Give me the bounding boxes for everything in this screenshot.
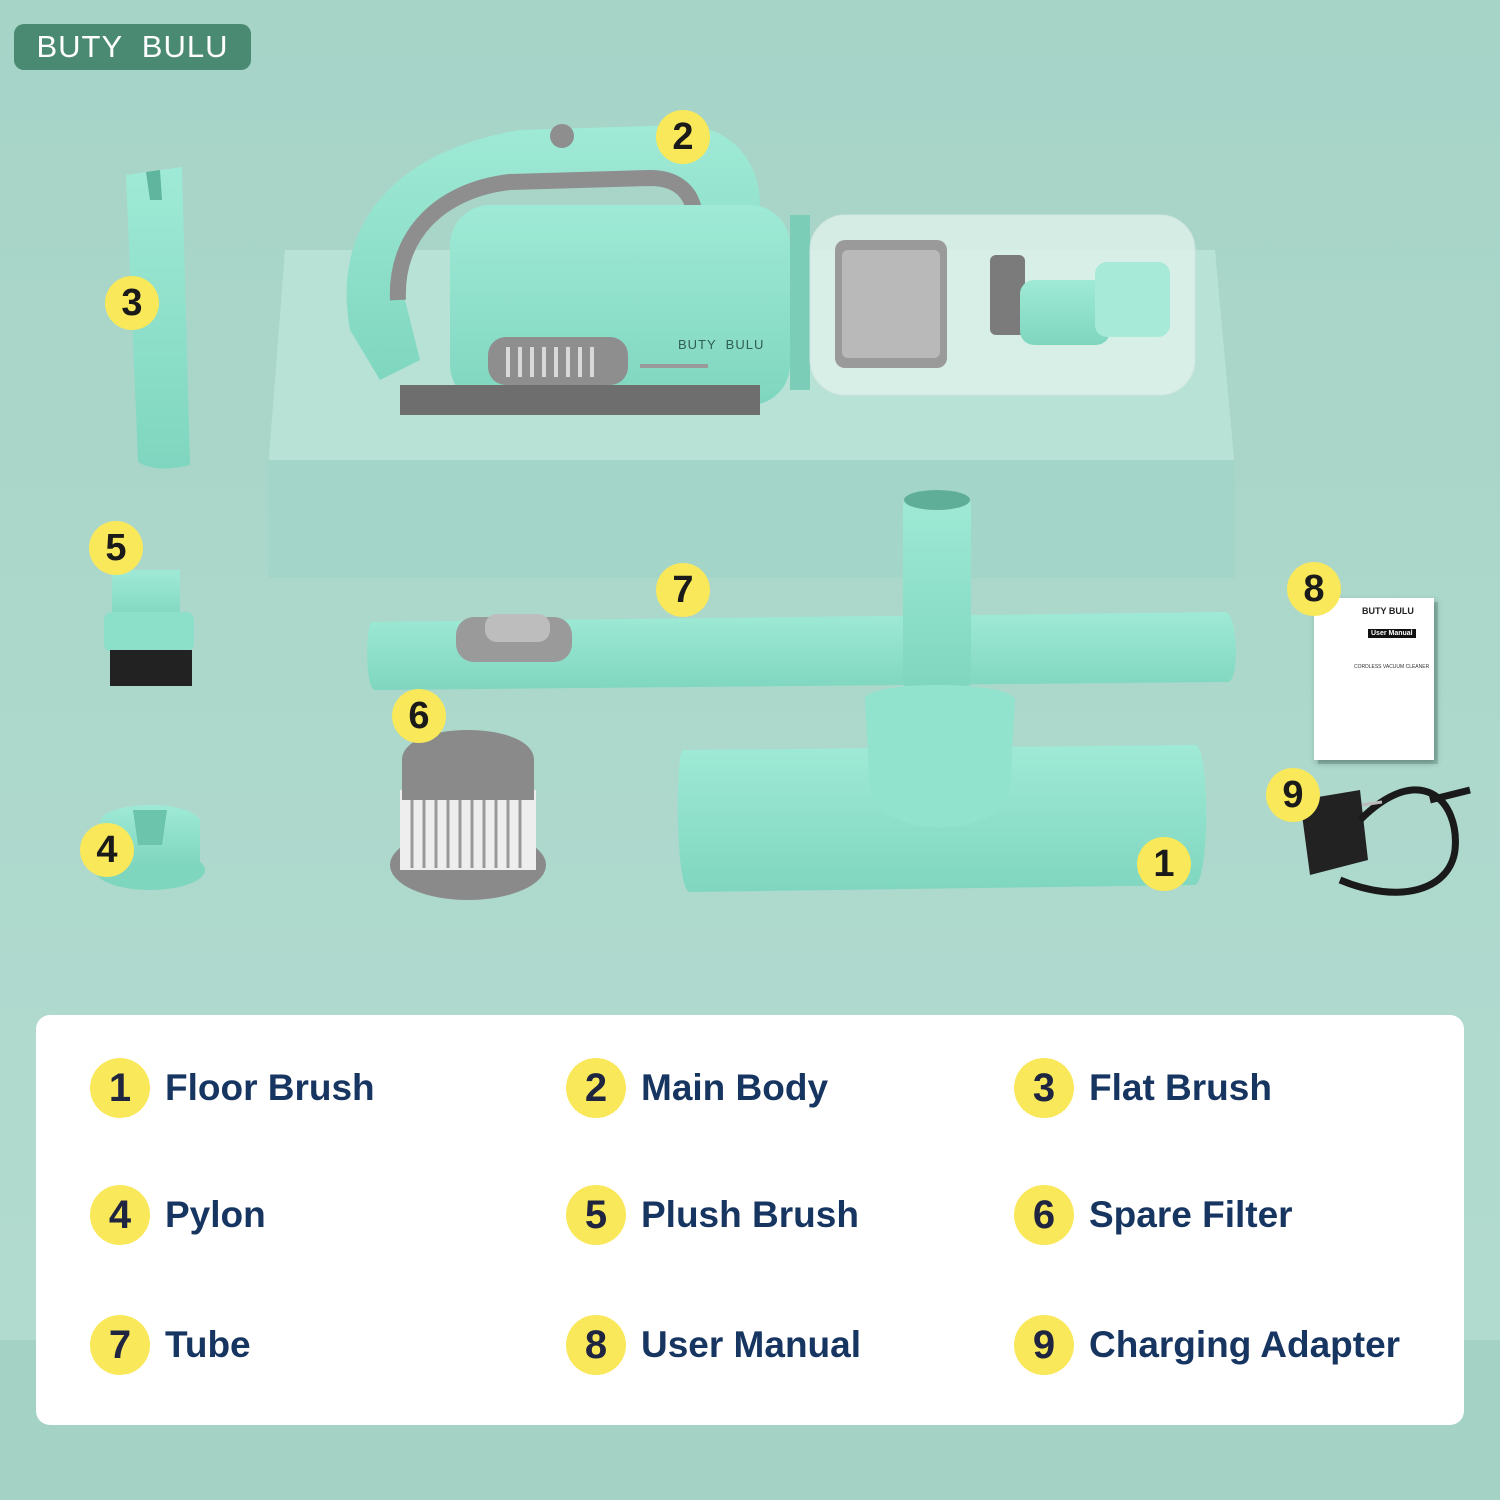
legend-number: 7 <box>90 1315 150 1375</box>
tube <box>367 612 1236 690</box>
legend-label: Floor Brush <box>165 1067 375 1108</box>
flat-brush <box>126 167 190 469</box>
legend-number: 6 <box>1014 1185 1074 1245</box>
legend-number: 1 <box>90 1058 150 1118</box>
legend-label: Main Body <box>641 1067 829 1108</box>
callout-4: 4 <box>80 823 134 877</box>
floor-brush <box>677 490 1207 892</box>
legend-label: User Manual <box>641 1324 862 1365</box>
callout-5: 5 <box>89 521 143 575</box>
charging-adapter <box>1300 786 1471 896</box>
callout-7: 7 <box>656 563 710 617</box>
legend-label: Charging Adapter <box>1089 1324 1401 1365</box>
manual-subtitle: CORDLESS VACUUM CLEANER <box>1354 664 1430 670</box>
main-body-brand-text: BUTY BULU <box>678 337 765 352</box>
legend-label: Plush Brush <box>641 1194 859 1235</box>
legend-number: 9 <box>1014 1315 1074 1375</box>
legend-number: 5 <box>566 1185 626 1245</box>
legend-number: 3 <box>1014 1058 1074 1118</box>
callout-3: 3 <box>105 276 159 330</box>
callout-2: 2 <box>656 110 710 164</box>
callout-6: 6 <box>392 689 446 743</box>
legend-label: Pylon <box>165 1194 266 1235</box>
manual-title: User Manual <box>1368 629 1416 638</box>
parts-legend: 1 Floor Brush 2 Main Body 3 Flat Brush 4… <box>36 1015 1464 1425</box>
manual-brand: BUTY BULU <box>1362 606 1414 616</box>
plush-brush <box>104 570 194 686</box>
legend-number: 4 <box>90 1185 150 1245</box>
user-manual-booklet: BUTY BULU User Manual CORDLESS VACUUM CL… <box>1314 598 1434 760</box>
callout-8: 8 <box>1287 562 1341 616</box>
brand-logo: BUTY BULU <box>14 24 251 70</box>
legend-label: Spare Filter <box>1089 1194 1293 1235</box>
legend-number: 2 <box>566 1058 626 1118</box>
callout-9: 9 <box>1266 768 1320 822</box>
legend-label: Flat Brush <box>1089 1067 1272 1108</box>
main-body-vacuum <box>346 124 1196 415</box>
callout-1: 1 <box>1137 837 1191 891</box>
legend-number: 8 <box>566 1315 626 1375</box>
spare-filter <box>390 730 546 900</box>
legend-label: Tube <box>165 1324 251 1365</box>
